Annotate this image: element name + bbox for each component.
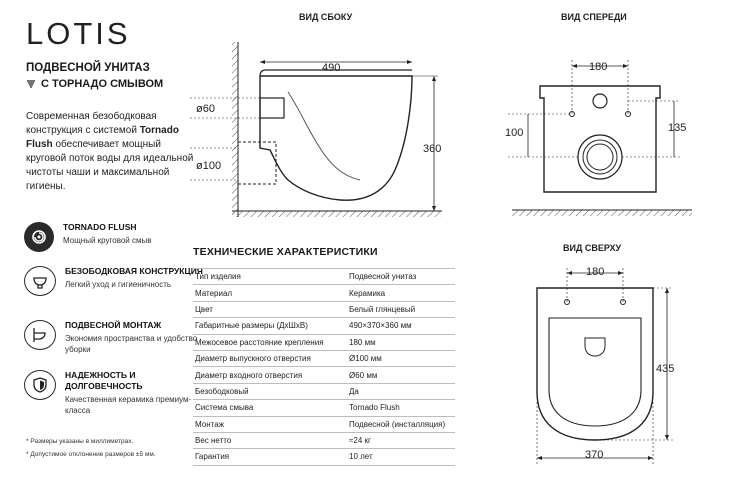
feature-text: Экономия пространства и удобство уборки [65,334,198,354]
side-length-dim: 490 [322,62,341,74]
wall-hung-icon [24,320,56,350]
spec-key: Система смыва [193,399,347,417]
description-part-1: Современная безободковая конструкция с с… [26,111,157,136]
spec-value: 10 лет [347,448,455,466]
spec-value: Tornado Flush [347,399,455,417]
feature-text: Качественная керамика премиум-класса [65,395,192,415]
spec-value: Белый глянцевый [347,301,455,319]
description-bold: Tornado Flush [26,125,179,150]
side-height-dim: 360 [423,143,442,155]
spec-value: Ø100 мм [347,350,455,368]
spec-key: Диаметр входного отверстия [193,366,347,384]
top-width-dim: 370 [585,449,604,461]
tornado-small-icon [27,80,35,88]
brand-logo: LOTIS [26,16,131,51]
product-subtitle-text: С ТОРНАДО СМЫВОМ [41,78,164,90]
spec-key: Монтаж [193,416,347,433]
feature-tornado-flush: TORNADO FLUSH Мощный круговой смыв [24,222,204,252]
feature-wall-hung: ПОДВЕСНОЙ МОНТАЖ Экономия пространства и … [24,320,204,355]
spec-key: Вес нетто [193,432,347,450]
spec-key: Тип изделия [193,267,347,286]
top-view-drawing [536,268,673,464]
spec-value: Керамика [347,284,455,302]
feature-title: TORNADO FLUSH [63,222,137,232]
tornado-icon [24,222,54,252]
shield-icon [24,370,56,400]
front-right-dim: 135 [668,122,687,134]
side-view-drawing [190,42,442,217]
spec-key: Гарантия [193,448,347,466]
spec-row: Габаритные размеры (ДxШxВ)490×370×360 мм [193,317,455,335]
feature-title: БЕЗОБОДКОВАЯ КОНСТРУКЦИЯ [65,266,203,276]
description-part-2: обеспечивает мощный круговой поток воды … [26,139,194,192]
feature-text: Мощный круговой смыв [63,236,152,245]
spec-value: Подвесной унитаз [347,267,455,286]
front-mount-dim: 180 [589,61,608,73]
spec-value: Ø60 мм [347,366,455,384]
feature-text: Легкий уход и гигиеничность [65,280,172,289]
spec-key: Габаритные размеры (ДxШxВ) [193,317,347,335]
specs-title: ТЕХНИЧЕСКИЕ ХАРАКТЕРИСТИКИ [193,246,378,258]
front-left-dim: 100 [505,127,524,139]
spec-key: Диаметр выпускного отверстия [193,350,347,368]
feature-title: НАДЕЖНОСТЬ И ДОЛГОВЕЧНОСТЬ [65,370,143,391]
side-inlet-dim: ø60 [196,103,215,115]
rimless-toilet-icon [24,266,56,296]
front-view-label: ВИД СПЕРЕДИ [561,12,627,22]
side-outlet-dim: ø100 [196,160,222,172]
spec-value: 180 мм [347,334,455,351]
spec-key: Цвет [193,301,347,319]
feature-durability: НАДЕЖНОСТЬ И ДОЛГОВЕЧНОСТЬ Качественная к… [24,370,204,416]
product-description: Современная безободковая конструкция с с… [26,110,196,194]
top-depth-dim: 435 [656,363,675,375]
spec-key: Межосевое расстояние крепления [193,334,347,351]
spec-value: Да [347,383,455,401]
spec-value: 490×370×360 мм [347,317,455,335]
top-view-label: ВИД СВЕРХУ [563,243,622,253]
product-title: ПОДВЕСНОЙ УНИТАЗ [26,62,150,74]
feature-title: ПОДВЕСНОЙ МОНТАЖ [65,320,162,330]
spec-value: ≈24 кг [347,432,455,450]
spec-row: Вес нетто≈24 кг [193,432,455,450]
note-dimensions: * Размеры указаны в миллиметрах. [26,438,134,445]
feature-rimless: БЕЗОБОДКОВАЯ КОНСТРУКЦИЯ Легкий уход и ги… [24,266,204,296]
front-view-drawing [508,60,692,216]
side-view-label: ВИД СБОКУ [299,12,353,22]
top-mount-dim: 180 [586,266,605,278]
note-tolerance: * Допустимое отклонение размеров ±5 мм. [26,451,156,458]
spec-key: Безободковый [193,383,347,401]
spec-value: Подвесной (инсталляция) [347,416,455,433]
spec-key: Материал [193,284,347,302]
product-subtitle: С ТОРНАДО СМЫВОМ [26,78,163,90]
